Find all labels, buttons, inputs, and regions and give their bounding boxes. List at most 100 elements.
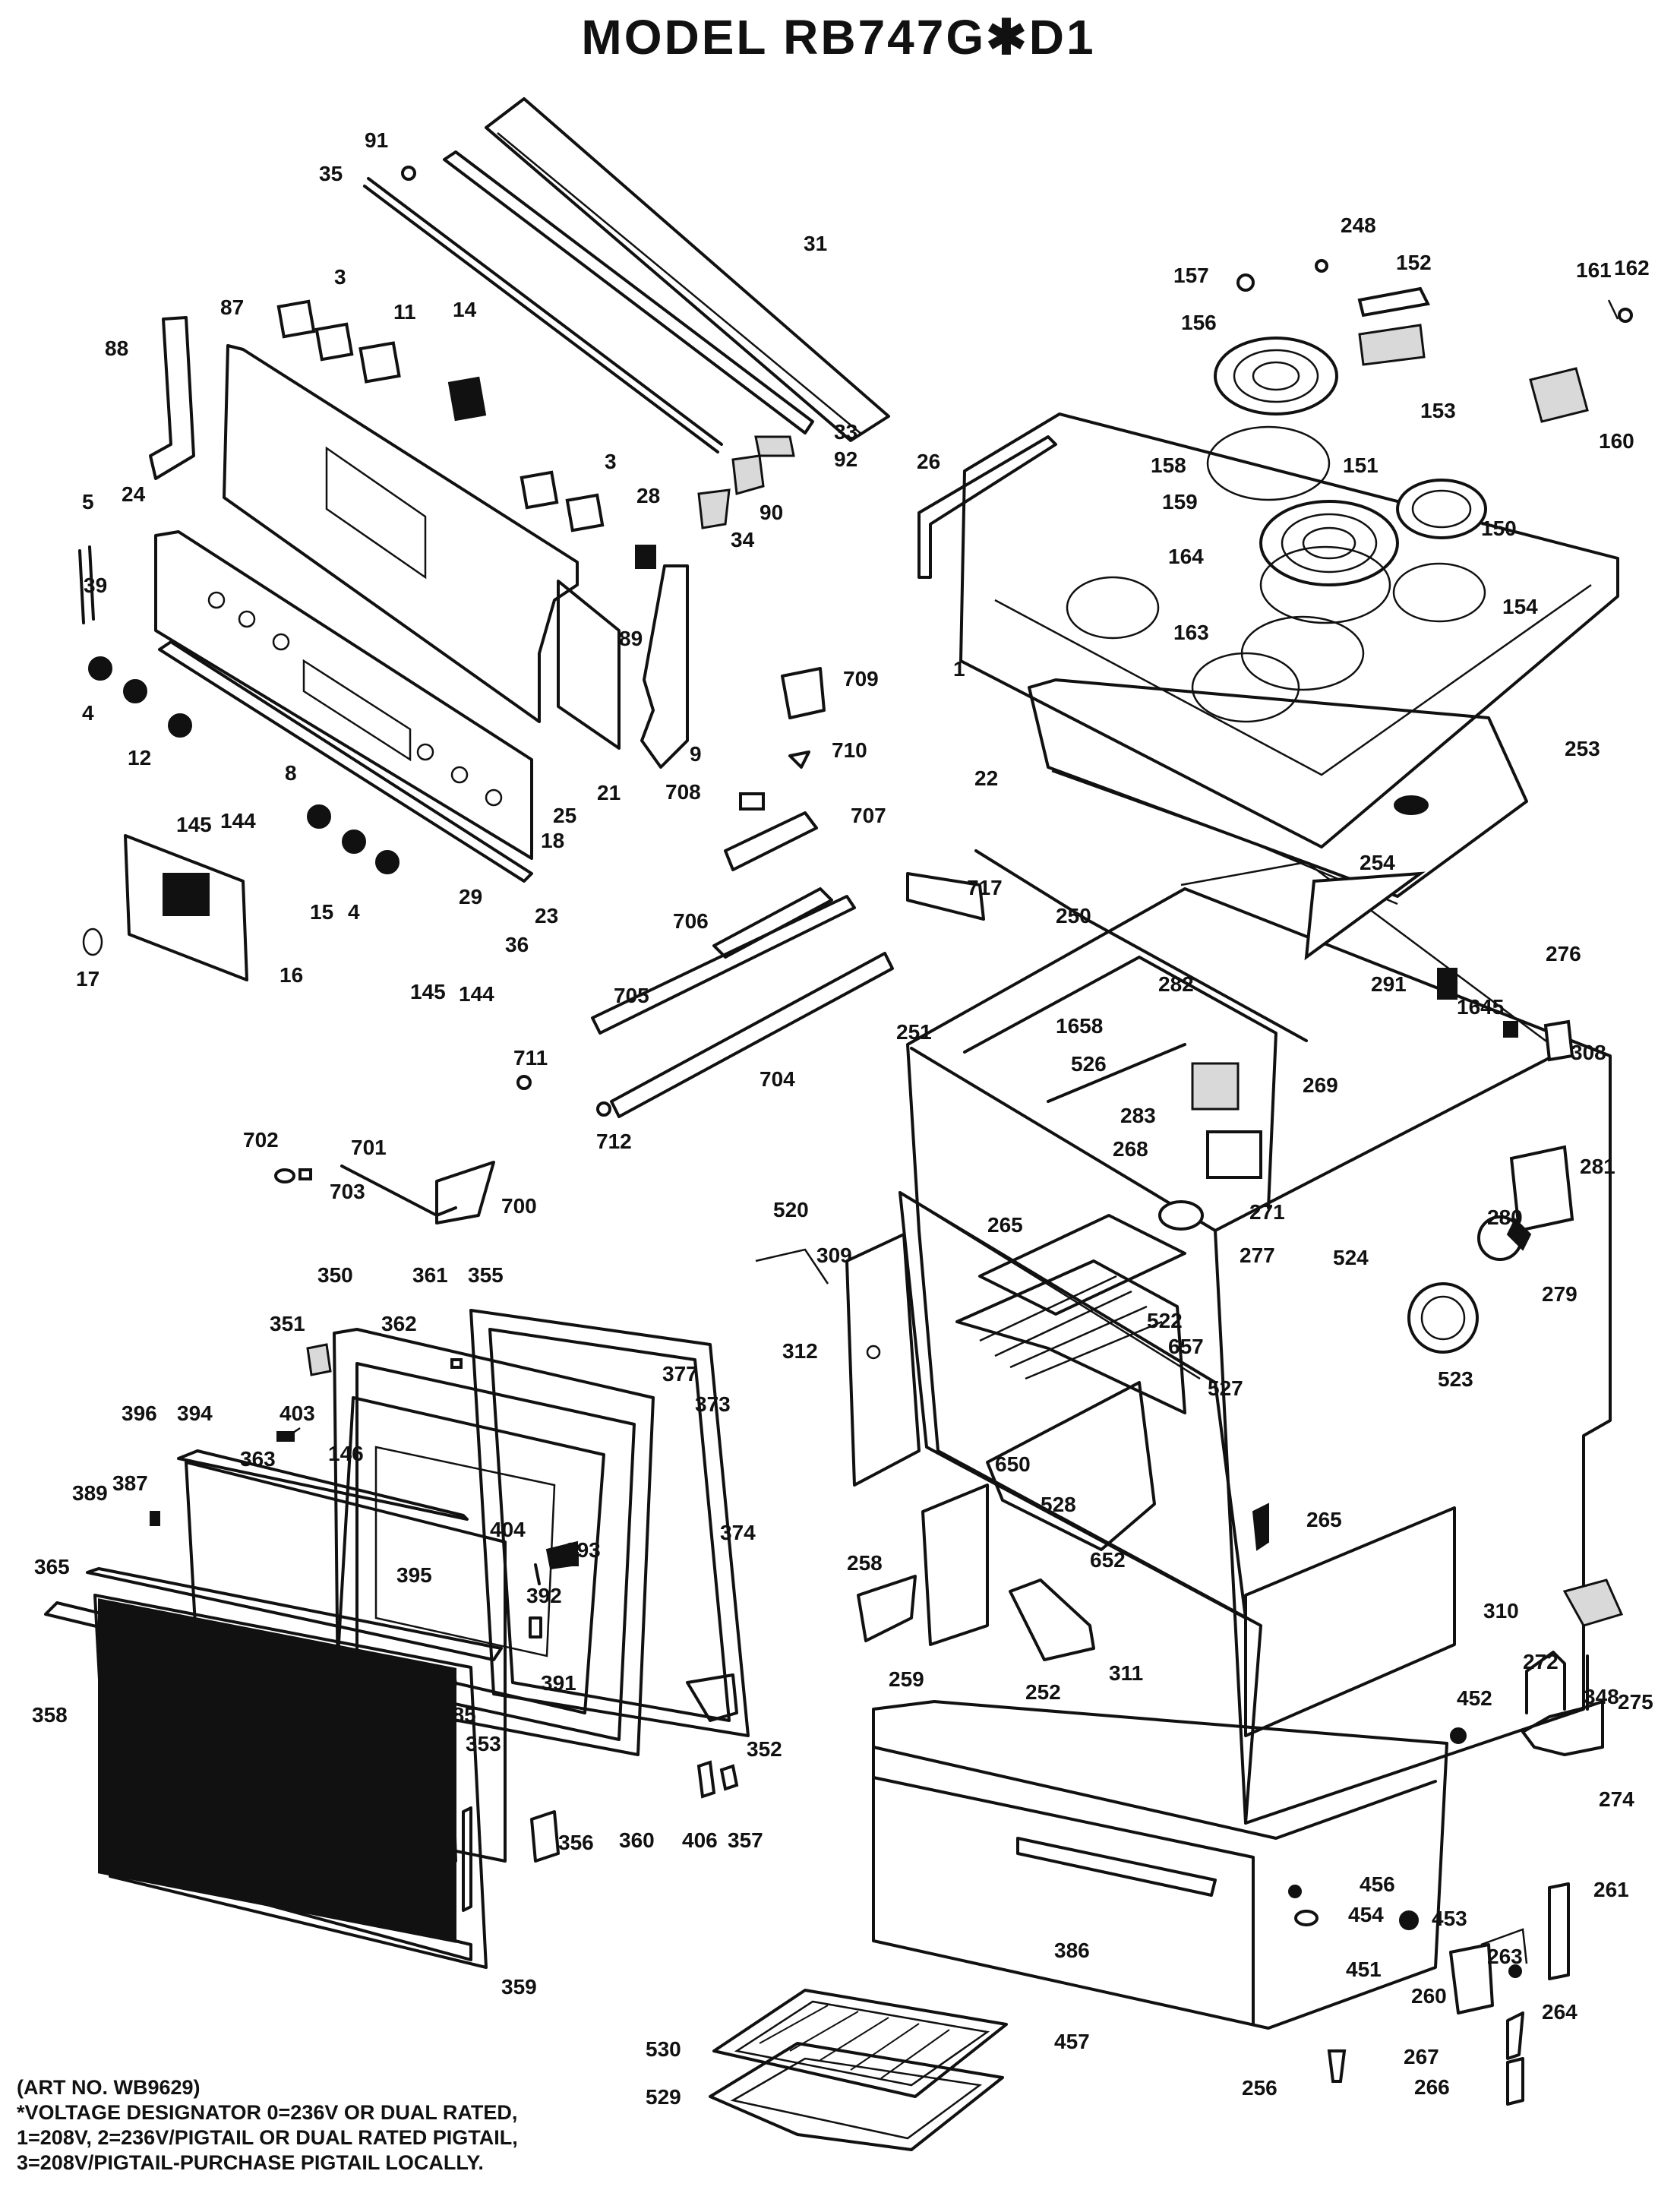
part-label: 386 xyxy=(1054,1939,1090,1962)
part-label: 391 xyxy=(541,1671,576,1695)
part-label: 356 xyxy=(558,1831,594,1854)
part-label: 144 xyxy=(220,809,256,833)
part-label: 359 xyxy=(501,1975,537,1999)
part-label: 12 xyxy=(128,746,151,769)
part-label: 276 xyxy=(1546,942,1581,965)
part-label: 361 xyxy=(412,1263,448,1287)
part-label: 355 xyxy=(468,1263,504,1287)
part-label: 530 xyxy=(646,2037,681,2061)
part-label: 360 xyxy=(619,1828,655,1852)
part-label: 87 xyxy=(220,295,244,319)
part-label: 352 xyxy=(747,1737,782,1761)
part-label: 33 xyxy=(834,420,857,444)
part-label: 261 xyxy=(1593,1878,1629,1901)
part-label: 15 xyxy=(310,900,333,924)
part-label: 709 xyxy=(843,667,879,690)
part-label: 152 xyxy=(1396,251,1432,274)
part-label: 260 xyxy=(1411,1984,1447,2008)
part-label: 11 xyxy=(393,300,416,324)
part-label: 526 xyxy=(1071,1052,1107,1076)
part-label: 700 xyxy=(501,1194,537,1218)
part-label: 717 xyxy=(967,876,1003,899)
part-label: 268 xyxy=(1113,1137,1148,1161)
front-control-panel-drawing xyxy=(78,530,533,883)
part-label: 90 xyxy=(760,501,783,524)
part-label: 5 xyxy=(82,490,94,514)
part-label: 279 xyxy=(1542,1282,1578,1306)
part-label: 365 xyxy=(34,1555,70,1578)
part-label: 162 xyxy=(1614,256,1650,280)
burner-box-drawing xyxy=(1028,678,1528,905)
part-label: 29 xyxy=(459,885,482,908)
part-label: 524 xyxy=(1333,1246,1369,1269)
part-label: 151 xyxy=(1343,453,1379,477)
part-label: 92 xyxy=(834,447,857,471)
part-label: 406 xyxy=(682,1828,718,1852)
control-panel-drawing xyxy=(149,299,689,769)
part-label: 275 xyxy=(1618,1690,1653,1714)
part-label: 310 xyxy=(1483,1599,1519,1623)
part-label: 154 xyxy=(1502,595,1538,618)
part-label: 351 xyxy=(270,1312,305,1335)
part-label: 153 xyxy=(1420,399,1456,422)
part-label: 251 xyxy=(896,1020,932,1044)
part-label: 156 xyxy=(1181,311,1217,334)
part-label: 390 xyxy=(422,1671,458,1695)
part-label: 160 xyxy=(1599,429,1634,453)
part-label: 24 xyxy=(122,482,146,506)
part-number-labels: 91 35 31 3 87 11 14 88 33 92 5 24 28 90 … xyxy=(32,128,1653,2109)
part-label: 89 xyxy=(619,627,643,650)
part-label: 18 xyxy=(541,829,564,852)
part-label: 91 xyxy=(365,128,388,152)
part-label: 150 xyxy=(1481,517,1517,540)
broiler-pan-drawing xyxy=(709,1989,1008,2151)
part-label: 252 xyxy=(1025,1680,1061,1704)
part-label: 26 xyxy=(917,450,940,473)
part-label: 309 xyxy=(816,1243,852,1267)
part-label: 403 xyxy=(280,1401,315,1425)
part-label: 28 xyxy=(636,484,660,507)
part-label: 39 xyxy=(84,574,107,597)
part-label: 264 xyxy=(1542,2000,1578,2024)
part-label: 4 xyxy=(82,701,94,725)
part-label: 265 xyxy=(1306,1508,1342,1531)
part-label: 396 xyxy=(122,1401,157,1425)
part-label: 3 xyxy=(605,450,617,473)
cooktop-drawing xyxy=(917,259,1633,848)
part-label: 8 xyxy=(285,761,297,785)
part-label: 350 xyxy=(317,1263,353,1287)
part-label: 528 xyxy=(1041,1493,1076,1516)
part-label: 702 xyxy=(243,1128,279,1152)
part-label: 389 xyxy=(72,1481,108,1505)
part-label: 701 xyxy=(351,1136,387,1159)
part-label: 266 xyxy=(1414,2075,1450,2099)
part-label: 385 xyxy=(441,1703,476,1727)
part-label: 145 xyxy=(176,813,212,836)
part-label: 1 xyxy=(953,657,965,681)
part-label: 404 xyxy=(490,1518,526,1541)
part-label: 265 xyxy=(987,1213,1023,1237)
part-label: 358 xyxy=(32,1703,68,1727)
part-label: 527 xyxy=(1208,1376,1243,1400)
part-label: 712 xyxy=(596,1130,632,1153)
part-label: 357 xyxy=(728,1828,763,1852)
part-label: 707 xyxy=(851,804,886,827)
part-label: 373 xyxy=(695,1392,731,1416)
part-label: 146 xyxy=(328,1442,364,1465)
part-label: 281 xyxy=(1580,1155,1615,1178)
part-label: 374 xyxy=(720,1521,756,1544)
valve-and-switch-drawing xyxy=(274,667,985,1224)
part-label: 4 xyxy=(348,900,360,924)
part-label: 267 xyxy=(1404,2045,1439,2068)
storage-drawer-drawing xyxy=(872,1700,1570,2106)
part-label: 254 xyxy=(1360,851,1395,874)
part-label: 523 xyxy=(1438,1367,1473,1391)
part-label: 259 xyxy=(889,1667,924,1691)
part-label: 312 xyxy=(782,1339,818,1363)
part-label: 250 xyxy=(1056,904,1091,927)
part-label: 650 xyxy=(995,1452,1031,1476)
part-label: 362 xyxy=(381,1312,417,1335)
part-label: 1658 xyxy=(1056,1014,1103,1038)
part-label: 395 xyxy=(396,1563,432,1587)
